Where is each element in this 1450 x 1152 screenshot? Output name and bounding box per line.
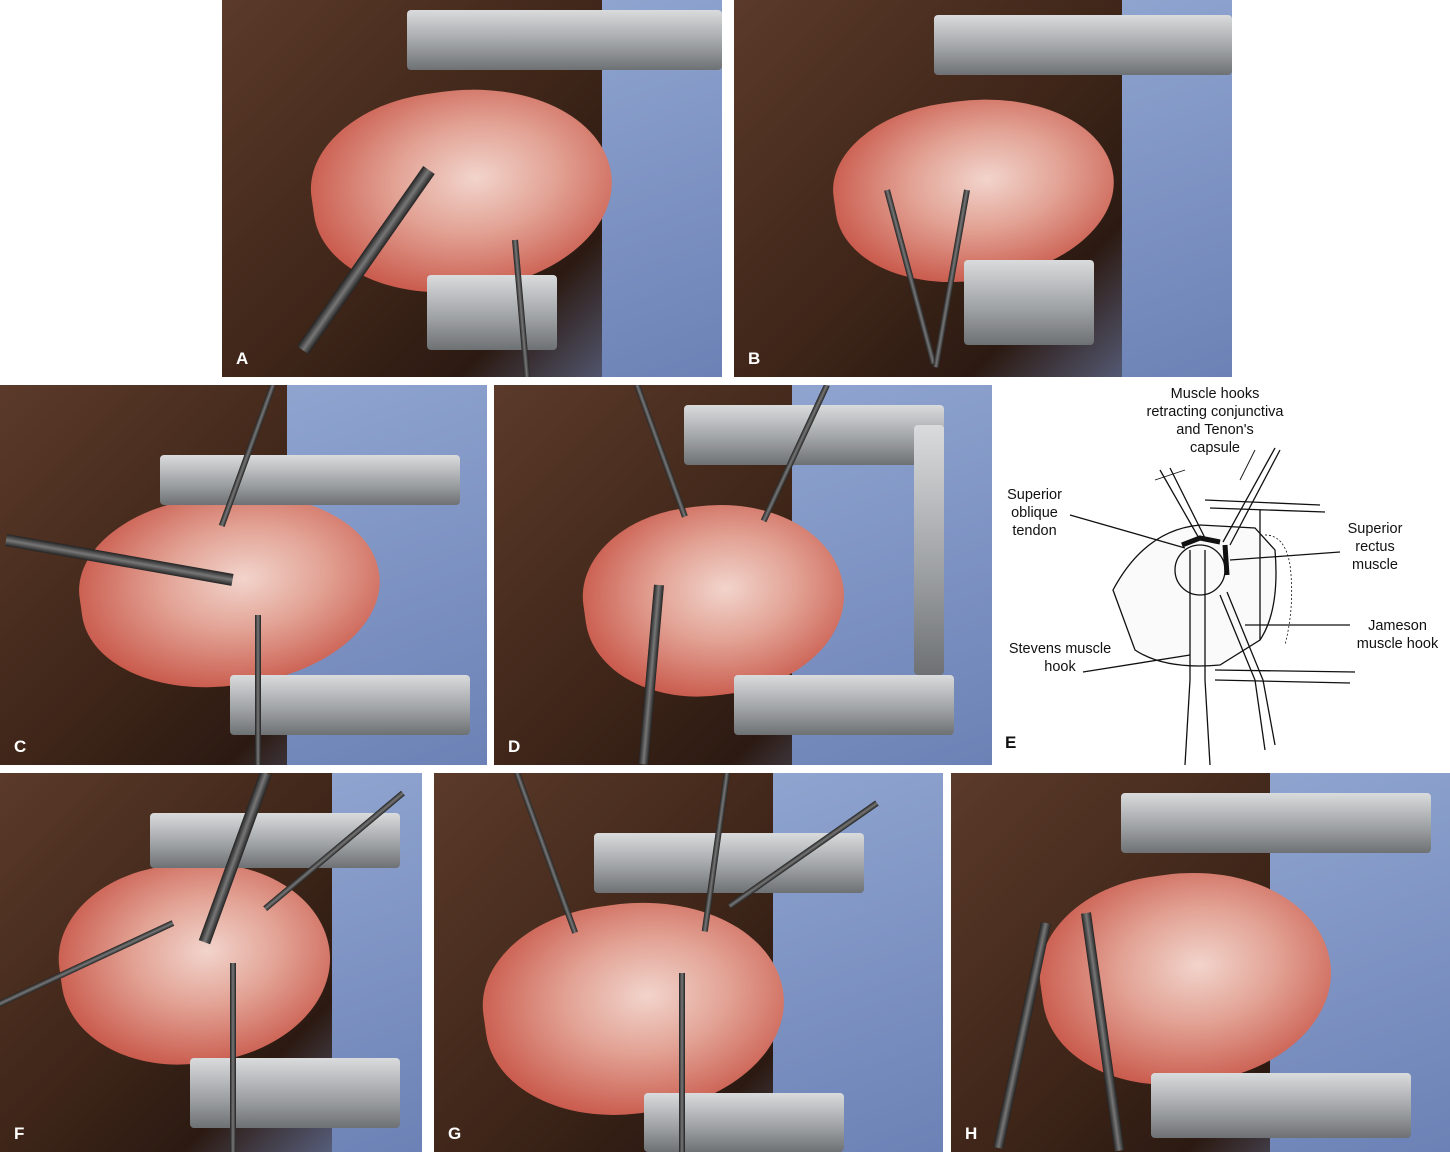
muscle-hook bbox=[679, 973, 685, 1152]
eye-diagram-drawing bbox=[1069, 447, 1356, 765]
speculum-upper bbox=[934, 15, 1232, 75]
speculum-upper bbox=[1121, 793, 1431, 853]
label-line: muscle bbox=[1352, 557, 1398, 573]
panel-label: G bbox=[448, 1124, 462, 1143]
speculum-side bbox=[914, 425, 944, 675]
photo-panel-b: B bbox=[734, 0, 1232, 377]
label-line: retracting conjunctiva bbox=[1146, 404, 1284, 420]
photo-panel-c: C bbox=[0, 385, 487, 765]
label-line: capsule bbox=[1190, 440, 1240, 456]
speculum-lower bbox=[734, 675, 954, 735]
panel-label: F bbox=[14, 1124, 25, 1143]
label-line: hook bbox=[1044, 659, 1076, 675]
speculum-upper bbox=[160, 455, 460, 505]
speculum-lower bbox=[190, 1058, 400, 1128]
speculum-lower bbox=[644, 1093, 844, 1152]
label-line: Stevens muscle bbox=[1008, 641, 1112, 657]
panel-label: H bbox=[965, 1124, 978, 1143]
label-stevens-muscle-hook: Stevens muscle hook bbox=[995, 640, 1125, 676]
panel-label: B bbox=[748, 349, 761, 368]
label-line: and Tenon's bbox=[1176, 422, 1254, 438]
photo-panel-f: F bbox=[0, 773, 422, 1152]
panel-label: C bbox=[14, 737, 27, 756]
label-line: Superior bbox=[1007, 487, 1062, 503]
speculum-lower bbox=[230, 675, 470, 735]
photo-panel-a: A bbox=[222, 0, 722, 377]
muscle-hook bbox=[514, 773, 578, 934]
needle-holder bbox=[993, 921, 1051, 1150]
muscle-hook bbox=[255, 615, 261, 765]
label-line: oblique bbox=[1011, 505, 1058, 521]
panel-label: D bbox=[508, 737, 521, 756]
panel-label: A bbox=[236, 349, 249, 368]
label-line: Muscle hooks bbox=[1170, 386, 1260, 402]
speculum-lower bbox=[427, 275, 557, 350]
photo-panel-h: H bbox=[951, 773, 1450, 1152]
label-muscle-hooks: Muscle hooks retracting conjunctiva and … bbox=[1135, 385, 1295, 457]
label-superior-oblique-tendon: Superior oblique tendon bbox=[997, 486, 1072, 540]
speculum-lower bbox=[964, 260, 1094, 345]
muscle-hook bbox=[634, 385, 688, 518]
speculum-upper bbox=[150, 813, 400, 868]
label-line: muscle hook bbox=[1356, 636, 1439, 652]
panel-label: E bbox=[1005, 733, 1017, 752]
muscle-hook bbox=[230, 963, 236, 1152]
photo-panel-g: G bbox=[434, 773, 943, 1152]
speculum-upper bbox=[407, 10, 722, 70]
speculum-lower bbox=[1151, 1073, 1411, 1138]
label-superior-rectus-muscle: Superior rectus muscle bbox=[1335, 520, 1415, 574]
label-jameson-muscle-hook: Jameson muscle hook bbox=[1345, 617, 1450, 653]
label-line: Jameson bbox=[1368, 618, 1427, 634]
photo-panel-d: D bbox=[494, 385, 992, 765]
label-line: rectus bbox=[1355, 539, 1395, 555]
label-line: tendon bbox=[1012, 523, 1057, 539]
diagram-panel-e: Muscle hooks retracting conjunctiva and … bbox=[995, 380, 1450, 765]
label-line: Superior bbox=[1347, 521, 1403, 537]
